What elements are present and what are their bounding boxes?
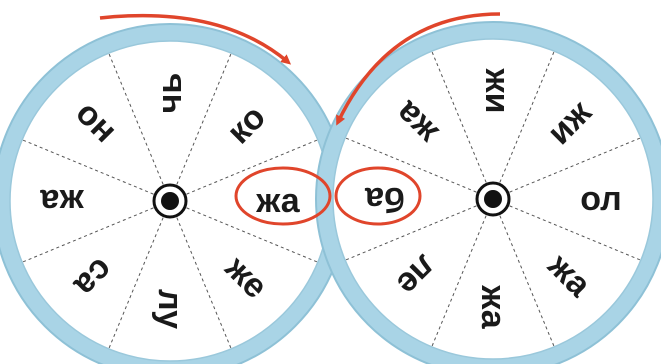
left-wheel-syllable: лу: [151, 289, 189, 329]
hub-center-dot: [161, 192, 179, 210]
left-wheel-syllable: жа: [39, 182, 85, 220]
left-highlight-oval: [234, 166, 332, 226]
hub-center-dot: [484, 190, 502, 208]
curved-arrow-icon: [336, 12, 501, 126]
left-wheel-syllable: чь: [151, 73, 189, 114]
curved-arrow-icon: [99, 13, 292, 65]
right-highlight-oval: [334, 166, 422, 226]
right-wheel-syllable: иж: [474, 68, 512, 114]
right-wheel-syllable: ол: [580, 180, 622, 218]
right-wheel-syllable: ба: [364, 180, 405, 218]
right-wheel-syllable: жа: [474, 284, 512, 330]
left-wheel-syllable: жа: [255, 182, 301, 220]
